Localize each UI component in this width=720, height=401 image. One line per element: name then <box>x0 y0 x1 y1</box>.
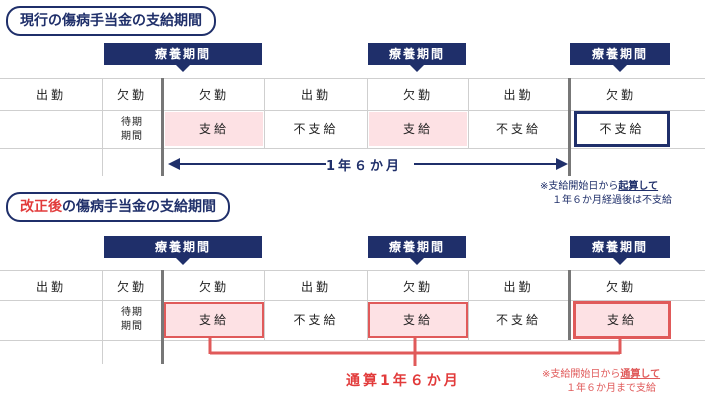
current-col-sep-1 <box>102 78 103 176</box>
current-span-arrow <box>168 158 568 170</box>
current-status-4: 不支給 <box>574 111 670 147</box>
revised-header-6: 欠勤 <box>605 280 636 294</box>
revised-col-sep-4 <box>367 270 368 340</box>
current-header-5: 出勤 <box>503 88 534 102</box>
current-status-1: 不支給 <box>293 122 339 136</box>
current-header-4: 欠勤 <box>402 88 433 102</box>
current-span-label: 1年６か月 <box>326 159 403 174</box>
current-header-0: 出勤 <box>35 88 66 102</box>
revised-col-sep-3 <box>264 270 265 340</box>
revised-cumulative-bracket <box>208 338 622 366</box>
revised-waiting-period: 待期 期間 <box>121 307 143 332</box>
current-note-line-2: １年６か月経過後は不支給 <box>552 195 672 206</box>
current-row-line-mid <box>0 110 705 111</box>
revised-col-sep-5 <box>468 270 469 340</box>
current-col-sep-3 <box>264 78 265 148</box>
revised-status-1: 不支給 <box>293 313 339 327</box>
revised-status-3: 不支給 <box>495 313 541 327</box>
current-col-sep-2 <box>161 78 164 176</box>
current-header-6: 欠勤 <box>605 88 636 102</box>
current-banner-3: 療養期間 <box>570 43 670 72</box>
revised-row-line-top <box>0 270 705 271</box>
current-banner-1: 療養期間 <box>104 43 262 72</box>
revised-row-line-mid <box>0 300 705 301</box>
revised-span-label: 通算1年６か月 <box>346 373 461 389</box>
current-status-0: 支給 <box>165 112 263 146</box>
revised-header-5: 出勤 <box>503 280 534 294</box>
current-col-sep-4 <box>367 78 368 148</box>
revised-status-0: 支給 <box>164 302 264 338</box>
revised-header-0: 出勤 <box>35 280 66 294</box>
revised-note-line-1: ※支給開始日から通算して <box>542 369 661 380</box>
current-banner-2: 療養期間 <box>368 43 466 72</box>
revised-header-3: 出勤 <box>300 280 331 294</box>
current-header-2: 欠勤 <box>198 88 229 102</box>
revised-col-sep-6 <box>568 270 571 340</box>
revised-status-2: 支給 <box>368 302 468 338</box>
current-col-sep-5 <box>468 78 469 148</box>
revised-note-line-2: １年６か月まで支給 <box>566 383 656 394</box>
revised-row-line-bottom <box>0 340 705 341</box>
current-waiting-period: 待期 期間 <box>121 117 143 142</box>
revised-status-4: 支給 <box>573 301 671 339</box>
revised-banner-1: 療養期間 <box>104 236 262 265</box>
current-status-3: 不支給 <box>495 122 541 136</box>
revised-header-1: 欠勤 <box>116 280 147 294</box>
current-header-1: 欠勤 <box>116 88 147 102</box>
current-section-title: 現行の傷病手当金の支給期間 <box>6 6 216 36</box>
current-status-2: 支給 <box>369 112 467 146</box>
revised-banner-3: 療養期間 <box>570 236 670 265</box>
revised-header-2: 欠勤 <box>198 280 229 294</box>
revised-col-sep-1 <box>102 270 103 364</box>
current-row-line-bottom <box>0 148 705 149</box>
current-header-3: 出勤 <box>300 88 331 102</box>
revised-banner-2: 療養期間 <box>368 236 466 265</box>
current-row-line-top <box>0 78 705 79</box>
revised-section-title: 改正後の傷病手当金の支給期間 <box>6 192 230 222</box>
revised-header-4: 欠勤 <box>402 280 433 294</box>
current-col-sep-6 <box>568 78 571 176</box>
current-note-line-1: ※支給開始日から起算して <box>540 181 659 192</box>
revised-col-sep-2 <box>161 270 164 364</box>
